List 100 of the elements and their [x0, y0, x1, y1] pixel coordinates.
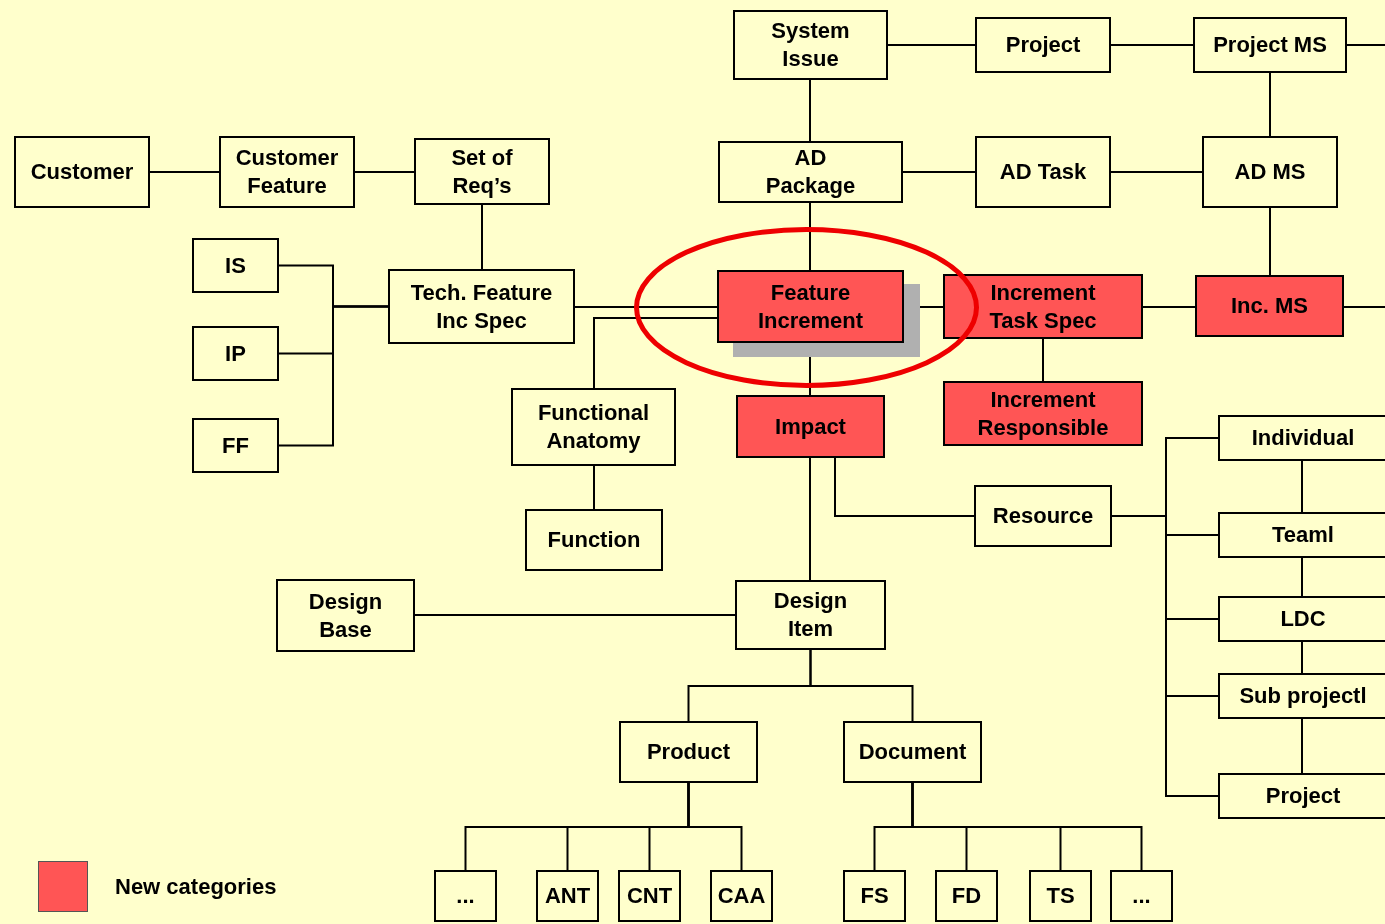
category-box — [843, 721, 982, 783]
node-label: Product — [646, 738, 731, 766]
node-label: Customer Feature — [234, 144, 340, 200]
connector-line — [574, 306, 718, 308]
connector-line — [809, 79, 811, 142]
node-label: AD Package — [764, 144, 857, 200]
category-box — [1218, 512, 1385, 558]
category-box — [735, 580, 886, 650]
node-label: ANT — [544, 882, 591, 910]
connector-line — [414, 614, 736, 616]
node-label: Increment Responsible — [976, 385, 1110, 442]
category-box — [618, 870, 681, 922]
node-label: Individual — [1251, 424, 1355, 452]
node-label: Project — [1005, 31, 1081, 59]
category-box — [388, 269, 575, 344]
legend-label: New categories — [115, 874, 277, 900]
category-box — [525, 509, 663, 571]
category-box — [975, 136, 1111, 208]
connector-line — [1301, 641, 1303, 674]
category-box — [192, 238, 279, 293]
node-label: Project — [1265, 782, 1341, 810]
category-box — [14, 136, 150, 208]
node-label: FS — [860, 882, 889, 910]
connector-line — [278, 305, 389, 447]
new-category-box — [1195, 275, 1344, 337]
node-label: Tech. Feature Inc Spec — [409, 278, 554, 335]
node-label: Increment Task Spec — [988, 278, 1098, 335]
connector-line — [481, 204, 483, 270]
category-box — [276, 579, 415, 652]
category-box — [536, 870, 599, 922]
connector-line — [887, 44, 976, 46]
new-category-box — [736, 395, 885, 458]
node-label: Sub projectl — [1239, 682, 1367, 710]
connector-line — [911, 782, 1143, 871]
connector-line — [1343, 306, 1385, 308]
category-box — [718, 141, 903, 203]
connector-line — [1269, 72, 1271, 137]
category-box — [1218, 773, 1385, 819]
connector-line — [809, 202, 811, 271]
connector-line — [687, 782, 743, 871]
connector-line — [902, 171, 976, 173]
node-label: AD Task — [999, 158, 1087, 186]
connector-line — [1301, 718, 1303, 774]
node-label: System Issue — [770, 17, 851, 73]
node-label: Function — [547, 526, 641, 554]
connector-line — [1301, 460, 1303, 513]
category-box — [733, 10, 888, 80]
category-box — [1110, 870, 1173, 922]
node-label: Functional Anatomy — [536, 399, 651, 455]
node-label: ... — [1132, 882, 1151, 910]
node-label: FF — [222, 431, 249, 460]
connector-line — [1301, 557, 1303, 597]
connector-line — [149, 171, 220, 173]
category-box — [1202, 136, 1338, 208]
node-label: Teaml — [1272, 521, 1334, 549]
node-label: Document — [858, 738, 967, 766]
category-box — [414, 138, 550, 205]
node-label: CNT — [626, 882, 673, 910]
node-label: IP — [225, 339, 246, 368]
node-label: LDC — [1280, 605, 1326, 633]
node-label: Resource — [992, 502, 1094, 530]
node-label: Customer — [30, 158, 134, 186]
category-box — [710, 870, 773, 922]
category-box — [1029, 870, 1092, 922]
connector-line — [1042, 338, 1044, 382]
node-label: TS — [1046, 882, 1075, 910]
category-box — [843, 870, 906, 922]
connector-line — [809, 457, 811, 581]
category-box — [192, 326, 279, 381]
category-box — [619, 721, 758, 783]
category-box — [974, 485, 1112, 547]
category-box — [219, 136, 355, 208]
connector-line — [354, 171, 415, 173]
category-box — [434, 870, 497, 922]
node-label: Inc. MS — [1231, 292, 1308, 320]
category-box — [975, 17, 1111, 73]
category-box — [935, 870, 998, 922]
category-box — [511, 388, 676, 466]
node-label: AD MS — [1234, 158, 1306, 186]
connector-line — [1269, 207, 1271, 276]
category-box — [192, 418, 279, 473]
node-label: FD — [951, 882, 982, 910]
connector-line — [1142, 306, 1196, 308]
connector-line — [834, 457, 975, 517]
connector-line — [593, 317, 718, 389]
new-category-box — [943, 381, 1143, 446]
node-label: Design Item — [772, 587, 849, 643]
node-label: Feature Increment — [756, 278, 865, 335]
category-box — [1218, 415, 1385, 461]
node-label: Set of Req’s — [450, 143, 514, 200]
node-label: Design Base — [307, 587, 384, 644]
new-category-box — [943, 274, 1143, 339]
node-label: Project MS — [1213, 31, 1327, 59]
node-label: IS — [225, 251, 246, 280]
category-box — [1218, 673, 1385, 719]
connector-line — [593, 465, 595, 510]
connector-line — [1110, 171, 1203, 173]
connector-line — [809, 649, 914, 722]
category-box — [1193, 17, 1347, 73]
category-box — [1218, 596, 1385, 642]
